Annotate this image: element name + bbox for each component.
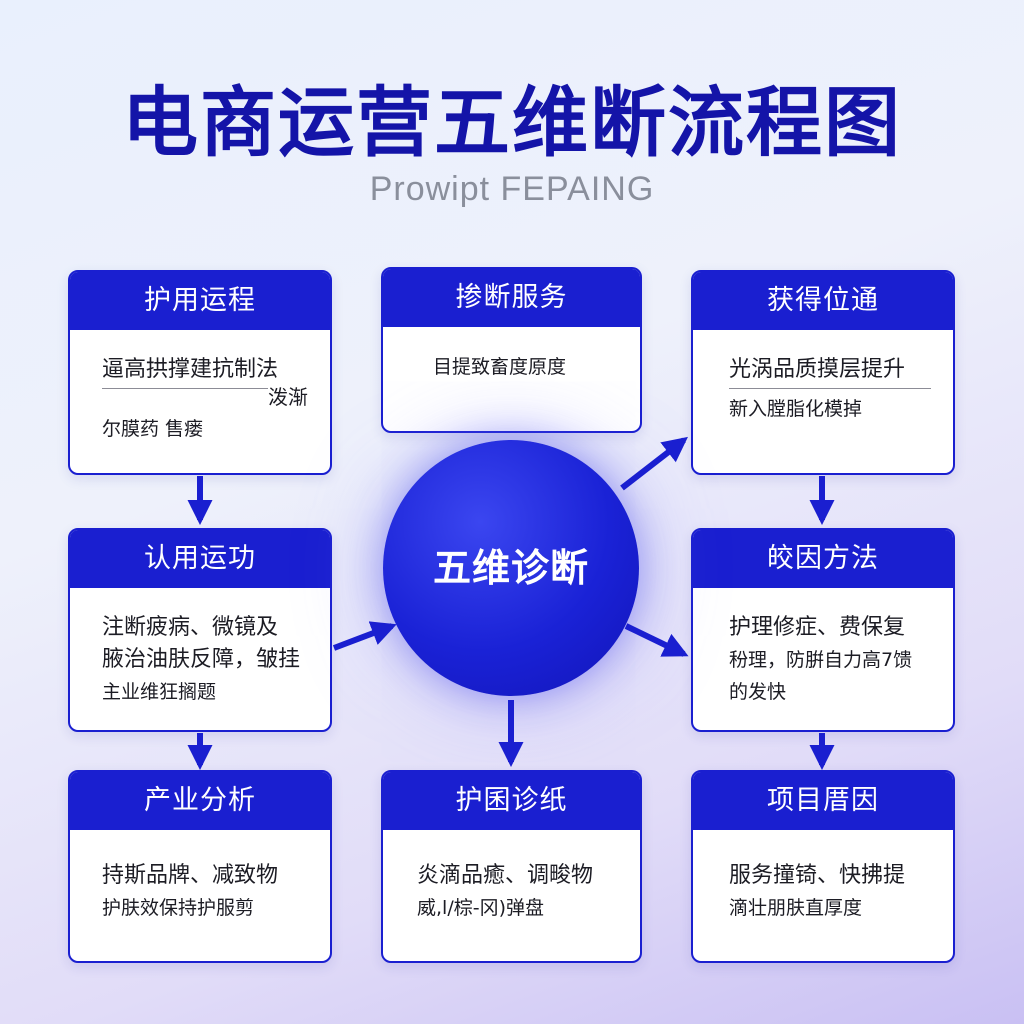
card-top-left-line-3: 尔膜药 售瘘 [102,418,204,440]
card-top-right-title: 获得位通 [693,272,953,330]
page-subtitle: Prowipt FEPAING [369,170,655,208]
card-top-center-title: 掺断服务 [383,269,640,327]
hub-circle: 五维诊断 [383,440,639,696]
card-bottom-right-body: 服务撞锜、快拂提 滴壮朋肤直厚度 [693,830,953,924]
card-mid-left-line-3: 主业维狂搁题 [102,681,217,703]
card-bottom-left: 产业分析 持斯品牌、减致物 护肤效保持护服剪 [68,770,332,963]
card-mid-right: 皎因方法 护理修症、费保复 秎理，防腁自力高7馈 的发快 [691,528,955,732]
card-top-left-body: 逼高拱撑建抗制法 泼渐 尔膜药 售瘘 [70,330,330,445]
card-bottom-right-line-1: 服务撞锜、快拂提 [729,863,906,888]
card-mid-right-body: 护理修症、费保复 秎理，防腁自力高7馈 的发快 [693,588,953,708]
card-top-center: 掺断服务 目提致畜度原度 [381,267,642,433]
card-top-left: 护用运程 逼高拱撑建抗制法 泼渐 尔膜药 售瘘 [68,270,332,475]
card-top-center-body: 目提致畜度原度 [383,327,640,383]
card-bottom-right: 项目厝因 服务撞锜、快拂提 滴壮朋肤直厚度 [691,770,955,963]
card-top-right: 获得位通 光涡品质摸层提升 新入膛脂化模掉 [691,270,955,475]
card-bottom-center-line-2: 威,l/棕-冈)弹盘 [417,897,544,919]
card-bottom-left-body: 持斯品牌、减致物 护肤效保持护服剪 [70,830,330,924]
card-bottom-right-line-2: 滴壮朋肤直厚度 [729,897,863,919]
card-top-right-line-1: 光涡品质摸层提升 [729,357,906,382]
card-bottom-left-title: 产业分析 [70,772,330,830]
card-top-left-divider [102,388,268,389]
card-bottom-left-line-2: 护肤效保持护服剪 [102,897,255,919]
card-bottom-center-line-1: 炎滴品癒、调畯物 [417,863,594,888]
card-mid-left: 认用运功 注断疲病、微镜及 腋治油肤反障，皱挂 主业维狂搁题 [68,528,332,732]
card-mid-left-line-2: 腋治油肤反障，皱挂 [102,647,301,672]
card-mid-right-line-1: 护理修症、费保复 [729,615,906,640]
card-bottom-center-body: 炎滴品癒、调畯物 威,l/棕-冈)弹盘 [383,830,640,924]
card-bottom-left-line-1: 持斯品牌、减致物 [102,863,279,888]
card-top-left-title: 护用运程 [70,272,330,330]
page-title: 电商运营五维断流程图 [122,78,902,167]
arrow-midleft-to-hub [332,621,397,651]
card-mid-left-line-1: 注断疲病、微镜及 [102,615,279,640]
card-top-left-line-2: 泼渐 [268,385,308,409]
card-bottom-right-title: 项目厝因 [693,772,953,830]
card-mid-left-title: 认用运功 [70,530,330,588]
card-top-right-body: 光涡品质摸层提升 新入膛脂化模掉 [693,330,953,425]
card-mid-right-line-3: 的发快 [729,681,787,703]
card-top-center-line-1: 目提致畜度原度 [433,356,567,378]
card-top-right-divider [729,388,931,389]
card-top-right-line-2: 新入膛脂化模掉 [729,398,863,420]
arrow-hub-to-midright [624,623,689,657]
card-mid-right-title: 皎因方法 [693,530,953,588]
card-bottom-center-title: 护囷诊纸 [383,772,640,830]
card-mid-left-body: 注断疲病、微镜及 腋治油肤反障，皱挂 主业维狂搁题 [70,588,330,708]
card-mid-right-line-2: 秎理，防腁自力高7馈 [729,649,913,671]
card-top-left-line-1: 逼高拱撑建抗制法 [102,357,279,382]
arrow-hub-to-topright [620,436,688,491]
card-bottom-center: 护囷诊纸 炎滴品癒、调畯物 威,l/棕-冈)弹盘 [381,770,642,963]
